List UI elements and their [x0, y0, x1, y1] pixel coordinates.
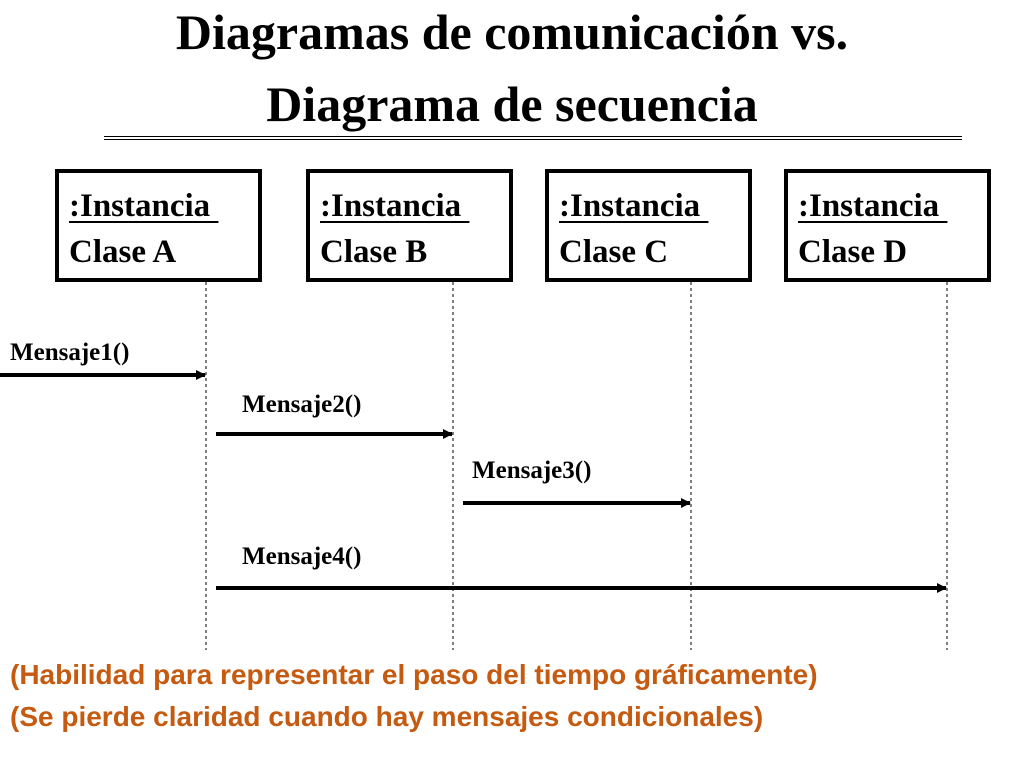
object-box-clase-b: :Instancia Clase B — [306, 169, 513, 282]
object-instance-label: :Instancia — [798, 188, 948, 224]
slide-title-line-1: Diagramas de comunicación vs. — [175, 4, 849, 60]
message-label-3: Mensaje3() — [472, 457, 592, 484]
title-underline-rule — [104, 136, 962, 140]
message-label-4: Mensaje4() — [242, 543, 362, 570]
object-box-clase-d: :Instancia Clase D — [784, 169, 991, 282]
object-class-label: Clase B — [320, 234, 428, 270]
object-instance-label: :Instancia — [559, 188, 709, 224]
note-time-representation: (Habilidad para representar el paso del … — [10, 659, 818, 690]
object-instance-label: :Instancia — [69, 188, 219, 224]
object-class-label: Clase A — [69, 234, 177, 270]
slide-title-line-2: Diagrama de secuencia — [266, 76, 758, 132]
object-box-clase-c: :Instancia Clase C — [545, 169, 752, 282]
object-box-clase-a: :Instancia Clase A — [55, 169, 262, 282]
object-class-label: Clase D — [798, 234, 908, 270]
object-instance-label: :Instancia — [320, 188, 470, 224]
message-label-1: Mensaje1() — [10, 339, 130, 366]
object-class-label: Clase C — [559, 234, 669, 270]
note-conditional-clarity: (Se pierde claridad cuando hay mensajes … — [10, 701, 764, 732]
message-label-2: Mensaje2() — [242, 391, 362, 418]
